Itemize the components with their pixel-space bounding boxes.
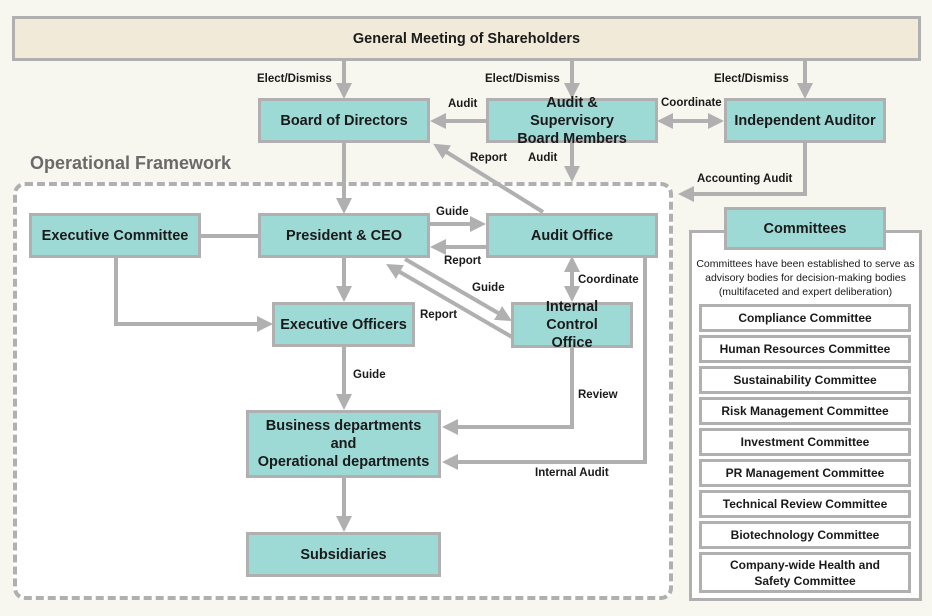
committee-item: Human Resources Committee (699, 335, 911, 363)
label-internal-audit: Internal Audit (535, 467, 609, 479)
committee-item: Technical Review Committee (699, 490, 911, 518)
audit-supervisory-label: Audit & Supervisory Board Members (517, 94, 627, 147)
internal-control-office-box: Internal Control Office (511, 299, 633, 351)
label-elect-dismiss-board: Elect/Dismiss (257, 73, 332, 85)
executive-officers-label: Executive Officers (280, 316, 407, 333)
president-label: President & CEO (285, 227, 403, 244)
label-report-audit-office: Report (470, 152, 508, 164)
committee-item: Sustainability Committee (699, 366, 911, 394)
arrow-guide-internal-control (403, 257, 512, 322)
subsidiaries-label: Subsidiaries (300, 546, 387, 563)
arrow-internal-audit (442, 257, 647, 470)
label-guide-internal: Guide (472, 282, 505, 294)
business-depts-line1: Business departments (265, 418, 422, 434)
label-review: Review (578, 389, 618, 401)
business-depts-line3: Operational departments (257, 454, 430, 470)
label-guide-exec: Guide (353, 369, 386, 381)
committee-item: Risk Management Committee (699, 397, 911, 425)
executive-committee-box: Executive Committee (29, 213, 201, 258)
label-elect-dismiss-audit: Elect/Dismiss (485, 73, 560, 85)
internal-control-label: Internal Control Office (545, 299, 599, 351)
board-of-directors-box: Board of Directors (258, 98, 430, 143)
committees-title-box: Committees (724, 207, 886, 250)
executive-committee-label: Executive Committee (41, 227, 189, 244)
subsidiaries-box: Subsidiaries (246, 532, 441, 577)
arrow-audit-office-report-to-board (433, 143, 545, 214)
operational-framework-title: Operational Framework (30, 153, 232, 173)
committee-item: Biotechnology Committee (699, 521, 911, 549)
arrow-review (442, 346, 574, 435)
arrow-committee-to-officers (114, 258, 273, 332)
president-ceo-box: President & CEO (258, 213, 430, 258)
executive-officers-box: Executive Officers (272, 302, 415, 347)
shareholders-box: General Meeting of Shareholders (12, 16, 921, 61)
board-label: Board of Directors (280, 112, 408, 129)
business-depts-line2: and (330, 436, 357, 452)
arrow-accounting-audit (678, 141, 807, 202)
committee-item: PR Management Committee (699, 459, 911, 487)
label-guide-audit-office: Guide (436, 206, 469, 218)
business-departments-box: Business departments and Operational dep… (246, 410, 441, 478)
committees-description: Committees have been established to serv… (696, 258, 915, 298)
audit-office-box: Audit Office (486, 213, 658, 258)
label-report-internal: Report (420, 309, 458, 321)
audit-office-label: Audit Office (530, 227, 614, 244)
label-accounting-audit: Accounting Audit (697, 173, 793, 185)
label-coordinate-mid: Coordinate (578, 274, 639, 286)
independent-auditor-label: Independent Auditor (734, 112, 876, 129)
label-elect-dismiss-auditor: Elect/Dismiss (714, 73, 789, 85)
committee-item: Company-wide Health and Safety Committee (699, 552, 911, 593)
committees-title: Committees (763, 220, 847, 237)
audit-supervisory-box: Audit & Supervisory Board Members (486, 95, 658, 147)
committee-item: Compliance Committee (699, 304, 911, 332)
arrow-report-internal-control (386, 263, 514, 339)
shareholders-label: General Meeting of Shareholders (352, 30, 581, 47)
independent-auditor-box: Independent Auditor (724, 98, 886, 143)
label-audit-down: Audit (528, 152, 558, 164)
label-audit-board: Audit (448, 98, 478, 110)
label-coordinate-top: Coordinate (661, 97, 722, 109)
committee-item: Investment Committee (699, 428, 911, 456)
label-report-president: Report (444, 255, 482, 267)
